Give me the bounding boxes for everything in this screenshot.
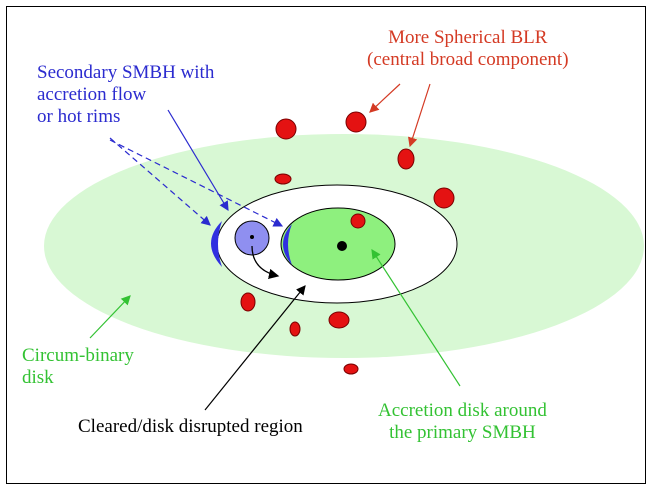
orbit-arrow xyxy=(251,245,280,280)
secondary-pointer-dashed-2 xyxy=(109,139,284,227)
spherical-blr-label-line: (central broad component) xyxy=(367,49,569,70)
blr-clouds xyxy=(240,111,455,375)
slide-frame xyxy=(6,6,646,484)
secondary-smbh-point xyxy=(250,235,254,239)
blr-cloud xyxy=(289,321,301,337)
hot-rim-secondary xyxy=(211,221,222,267)
blr-pointer-2 xyxy=(408,83,431,148)
blr-cloud xyxy=(433,187,455,209)
cleared-region-pointer xyxy=(204,285,306,411)
accretion-disk-pointer xyxy=(371,248,461,387)
cleared-region-label: Cleared/disk disrupted region xyxy=(78,416,303,438)
blr-cloud xyxy=(274,173,292,185)
blr-pointer-1 xyxy=(369,83,401,113)
circumbinary-label: Circum-binary disk xyxy=(22,345,134,389)
spherical-blr-label: More Spherical BLR (central broad compon… xyxy=(367,27,569,71)
accretion-disk-label-line: the primary SMBH xyxy=(389,422,536,443)
blr-cloud xyxy=(328,311,350,329)
secondary-smbh-label: Secondary SMBH with accretion flow or ho… xyxy=(37,62,214,128)
circumbinary-pointer xyxy=(89,295,131,339)
blr-cloud xyxy=(397,148,415,170)
cleared-region-label-text: Cleared/disk disrupted region xyxy=(78,416,303,437)
accretion-disk-label: Accretion disk around the primary SMBH xyxy=(378,400,547,444)
secondary-pointer-dashed-1 xyxy=(109,137,211,226)
secondary-smbh-label-line: or hot rims xyxy=(37,106,121,127)
blr-cloud xyxy=(350,213,366,229)
circumbinary-label-line: disk xyxy=(22,367,54,388)
spherical-blr-label-line: More Spherical BLR xyxy=(388,27,548,48)
hot-rim-primary xyxy=(283,224,292,265)
secondary-smbh-label-line: Secondary SMBH with xyxy=(37,62,215,83)
secondary-smbh-label-line: accretion flow xyxy=(37,84,147,105)
blr-cloud xyxy=(275,118,297,140)
blr-cloud xyxy=(345,111,367,133)
accretion-disk-label-line: Accretion disk around xyxy=(378,400,547,421)
blr-cloud xyxy=(240,292,256,312)
circumbinary-label-line: Circum-binary xyxy=(22,345,134,366)
blr-cloud xyxy=(343,363,359,375)
primary-smbh xyxy=(337,241,347,251)
